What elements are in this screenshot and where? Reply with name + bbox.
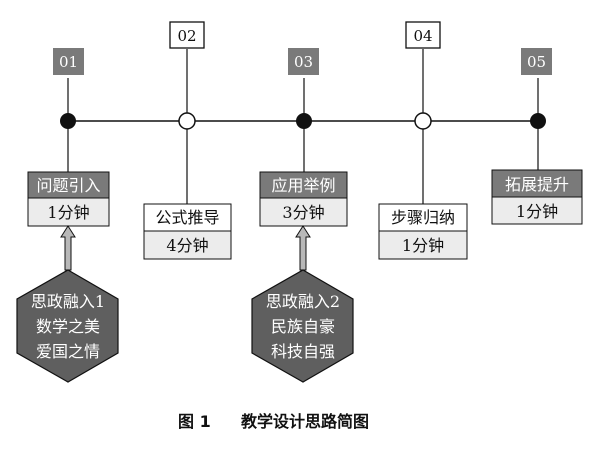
step-05-box: 拓展提升 1分钟 (491, 169, 583, 225)
hexagon-2-line-1: 思政融入2 (266, 292, 340, 311)
up-arrow-03 (295, 225, 311, 271)
step-05-title: 拓展提升 (505, 175, 569, 194)
hexagon-1-line-2: 数学之美 (36, 317, 100, 336)
step-04-time: 1分钟 (402, 236, 444, 255)
step-01-title: 问题引入 (36, 176, 100, 195)
step-03-time: 3分钟 (282, 203, 324, 222)
hexagon-2-line-3: 科技自强 (271, 342, 335, 361)
step-01-number-text: 01 (59, 53, 78, 71)
step-05-number-text: 05 (527, 53, 546, 71)
step-03-title: 应用举例 (271, 176, 335, 195)
step-01-number: 01 (53, 48, 84, 75)
hexagon-2: 思政融入2 民族自豪 科技自强 (251, 269, 354, 383)
step-02-title: 公式推导 (155, 208, 219, 227)
hexagon-2-line-2: 民族自豪 (271, 317, 335, 336)
step-02-number-text: 02 (177, 27, 196, 45)
step-03-box: 应用举例 3分钟 (259, 171, 348, 227)
step-01-time: 1分钟 (47, 203, 89, 222)
step-03-number-text: 03 (294, 53, 313, 71)
step-05-number: 05 (521, 48, 552, 75)
step-03-number: 03 (288, 48, 319, 75)
step-04-number-text: 04 (413, 27, 432, 45)
step-01-box: 问题引入 1分钟 (27, 171, 110, 227)
step-02-number: 02 (169, 21, 205, 49)
step-04-number: 04 (405, 21, 441, 49)
node-filled-05 (530, 113, 546, 129)
hexagon-1-line-1: 思政融入1 (31, 292, 105, 311)
hexagon-1-line-3: 爱国之情 (36, 342, 100, 361)
figure-caption: 教学设计思路简图 (241, 412, 369, 431)
node-open-02 (178, 112, 196, 130)
node-open-04 (414, 112, 432, 130)
step-02-box: 公式推导 4分钟 (143, 203, 232, 260)
up-arrow-01 (60, 225, 76, 271)
hexagon-1: 思政融入1 数学之美 爱国之情 (16, 269, 119, 383)
node-filled-03 (296, 113, 312, 129)
step-04-title: 步骤归纳 (391, 208, 455, 227)
node-filled-01 (60, 113, 76, 129)
step-04-box: 步骤归纳 1分钟 (378, 203, 468, 260)
step-02-time: 4分钟 (166, 236, 208, 255)
figure-label: 图 1 (178, 412, 211, 431)
step-05-time: 1分钟 (516, 202, 558, 221)
